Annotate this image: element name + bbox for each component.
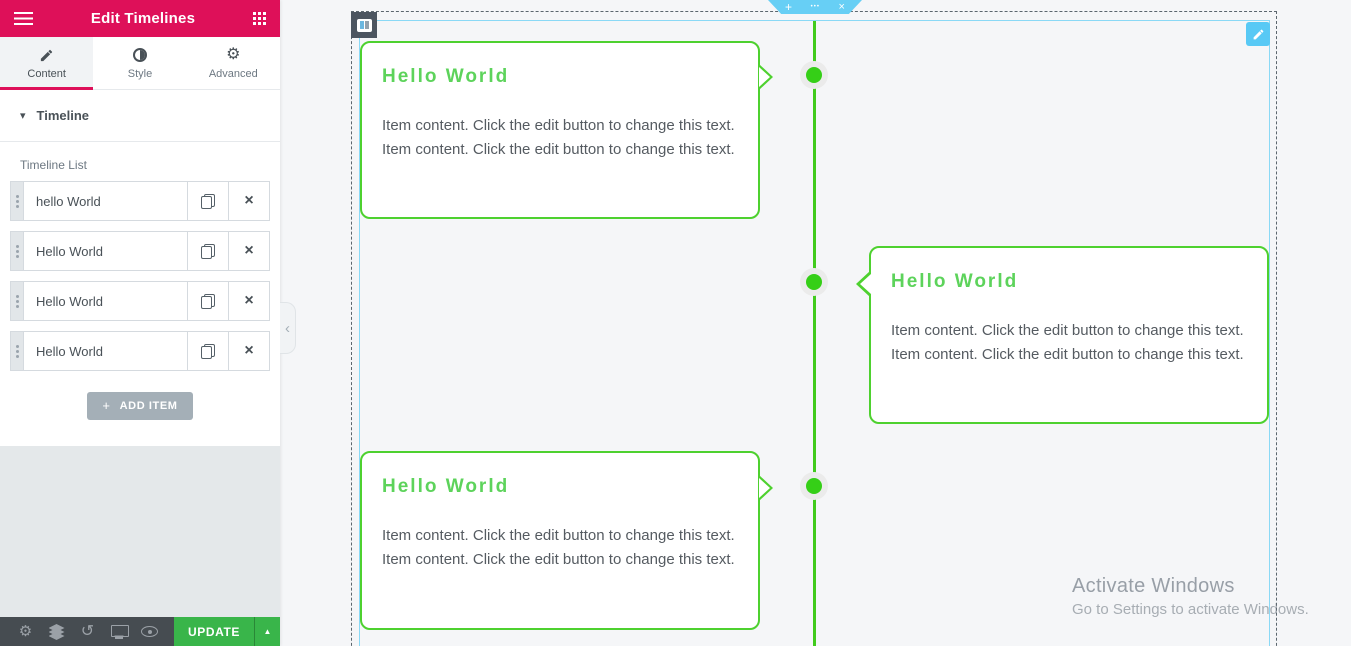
grid-icon[interactable] (253, 12, 266, 25)
close-icon: × (244, 342, 254, 359)
card-arrow (758, 475, 773, 501)
drag-handle-icon[interactable] (11, 232, 24, 270)
section-title: Timeline (36, 108, 90, 123)
card-title: Hello World (382, 476, 510, 497)
duplicate-item-button[interactable] (187, 332, 228, 370)
card-body: Item content. Click the edit button to c… (382, 527, 735, 568)
card-body: Item content. Click the edit button to c… (891, 322, 1244, 363)
plus-icon: + (102, 398, 111, 413)
caret-up-icon: ▲ (263, 627, 272, 636)
close-icon: × (244, 192, 254, 209)
dots-icon[interactable]: ••• (810, 4, 820, 10)
card-arrow (856, 271, 871, 297)
timeline-repeater: × × × × (0, 181, 280, 381)
add-item-button[interactable]: + ADD ITEM (87, 392, 193, 420)
contrast-icon (132, 47, 147, 64)
drag-handle-icon[interactable] (11, 182, 24, 220)
panel-tabs: Content Style ⚙ Advanced (0, 37, 280, 90)
navigator-layers-icon[interactable] (41, 617, 72, 646)
drag-handle-icon[interactable] (11, 282, 24, 320)
timeline-item-row: × (10, 181, 270, 221)
timeline-item-input[interactable] (24, 232, 187, 270)
card-title: Hello World (382, 66, 510, 87)
duplicate-item-button[interactable] (187, 282, 228, 320)
add-item-label: ADD ITEM (119, 400, 178, 412)
delete-section-icon[interactable]: × (838, 1, 845, 13)
caret-down-icon: ▾ (20, 110, 26, 122)
update-button[interactable]: UPDATE (174, 617, 254, 646)
copy-icon (201, 243, 215, 259)
card-title: Hello World (891, 271, 1019, 292)
column-settings-handle[interactable] (351, 12, 377, 38)
copy-icon (201, 343, 215, 359)
timeline-item-row: × (10, 231, 270, 271)
timeline-item-input[interactable] (24, 332, 187, 370)
add-item-wrap: + ADD ITEM (0, 392, 280, 420)
delete-item-button[interactable]: × (228, 182, 269, 220)
delete-item-button[interactable]: × (228, 282, 269, 320)
watermark-line2: Go to Settings to activate Windows. (1072, 601, 1309, 618)
copy-icon (201, 293, 215, 309)
tab-style-label: Style (127, 67, 153, 80)
preview-canvas: Activate Windows Go to Settings to activ… (280, 0, 1351, 646)
pencil-icon (39, 47, 54, 64)
editor-panel: Edit Timelines Content Style ⚙ Advanced … (0, 0, 296, 646)
drag-handle-icon[interactable] (11, 332, 24, 370)
duplicate-item-button[interactable] (187, 182, 228, 220)
tab-advanced[interactable]: ⚙ Advanced (187, 37, 280, 89)
timeline-item-row: × (10, 331, 270, 371)
panel-header: Edit Timelines (0, 0, 280, 37)
timeline-card[interactable]: Hello World Item content. Click the edit… (360, 451, 773, 630)
widget-edit-button[interactable] (1246, 22, 1270, 46)
card-body: Item content. Click the edit button to c… (382, 117, 735, 158)
add-section-icon[interactable]: + (785, 0, 793, 14)
chevron-left-icon: ‹ (285, 319, 290, 337)
responsive-monitor-icon[interactable] (103, 617, 134, 646)
watermark-line1: Activate Windows (1072, 575, 1235, 597)
column-icon (356, 18, 372, 32)
timeline-dot (800, 268, 828, 296)
timeline-card[interactable]: Hello World Item content. Click the edit… (856, 246, 1269, 424)
tab-content-label: Content (27, 67, 66, 80)
history-icon[interactable]: ↺ (80, 622, 95, 640)
panel-collapse-handle[interactable]: ‹ (280, 302, 296, 354)
panel-filler (0, 446, 280, 617)
update-button-group: UPDATE ▲ (174, 617, 280, 646)
tab-style[interactable]: Style (93, 37, 186, 89)
gear-icon: ⚙ (226, 46, 241, 63)
panel-footer-toolbar: ⚙ ↺ UPDATE ▲ (0, 617, 280, 646)
settings-gear-icon[interactable]: ⚙ (18, 623, 33, 640)
card-arrow (758, 64, 773, 90)
close-icon: × (244, 242, 254, 259)
tab-content[interactable]: Content (0, 37, 94, 90)
delete-item-button[interactable]: × (228, 232, 269, 270)
windows-activation-watermark: Activate Windows Go to Settings to activ… (1072, 575, 1309, 618)
timeline-dot (800, 61, 828, 89)
timeline-item-row: × (10, 281, 270, 321)
edit-pencil-icon (1253, 29, 1263, 39)
hamburger-icon[interactable] (14, 11, 33, 26)
copy-icon (201, 193, 215, 209)
close-icon: × (244, 292, 254, 309)
timeline-card[interactable]: Hello World Item content. Click the edit… (360, 41, 773, 219)
duplicate-item-button[interactable] (187, 232, 228, 270)
timeline-item-input[interactable] (24, 282, 187, 320)
delete-item-button[interactable]: × (228, 332, 269, 370)
update-options-button[interactable]: ▲ (254, 617, 280, 646)
timeline-dot (800, 472, 828, 500)
section-timeline-toggle[interactable]: ▾ Timeline (0, 90, 280, 142)
timeline-vertical-line (813, 21, 816, 646)
section-controls-handle[interactable]: + ••• × (768, 0, 862, 14)
tab-advanced-label: Advanced (208, 67, 258, 80)
panel-title: Edit Timelines (90, 10, 196, 27)
timeline-item-input[interactable] (24, 182, 187, 220)
preview-eye-icon[interactable] (134, 617, 165, 646)
timeline-list-label: Timeline List (20, 158, 87, 172)
